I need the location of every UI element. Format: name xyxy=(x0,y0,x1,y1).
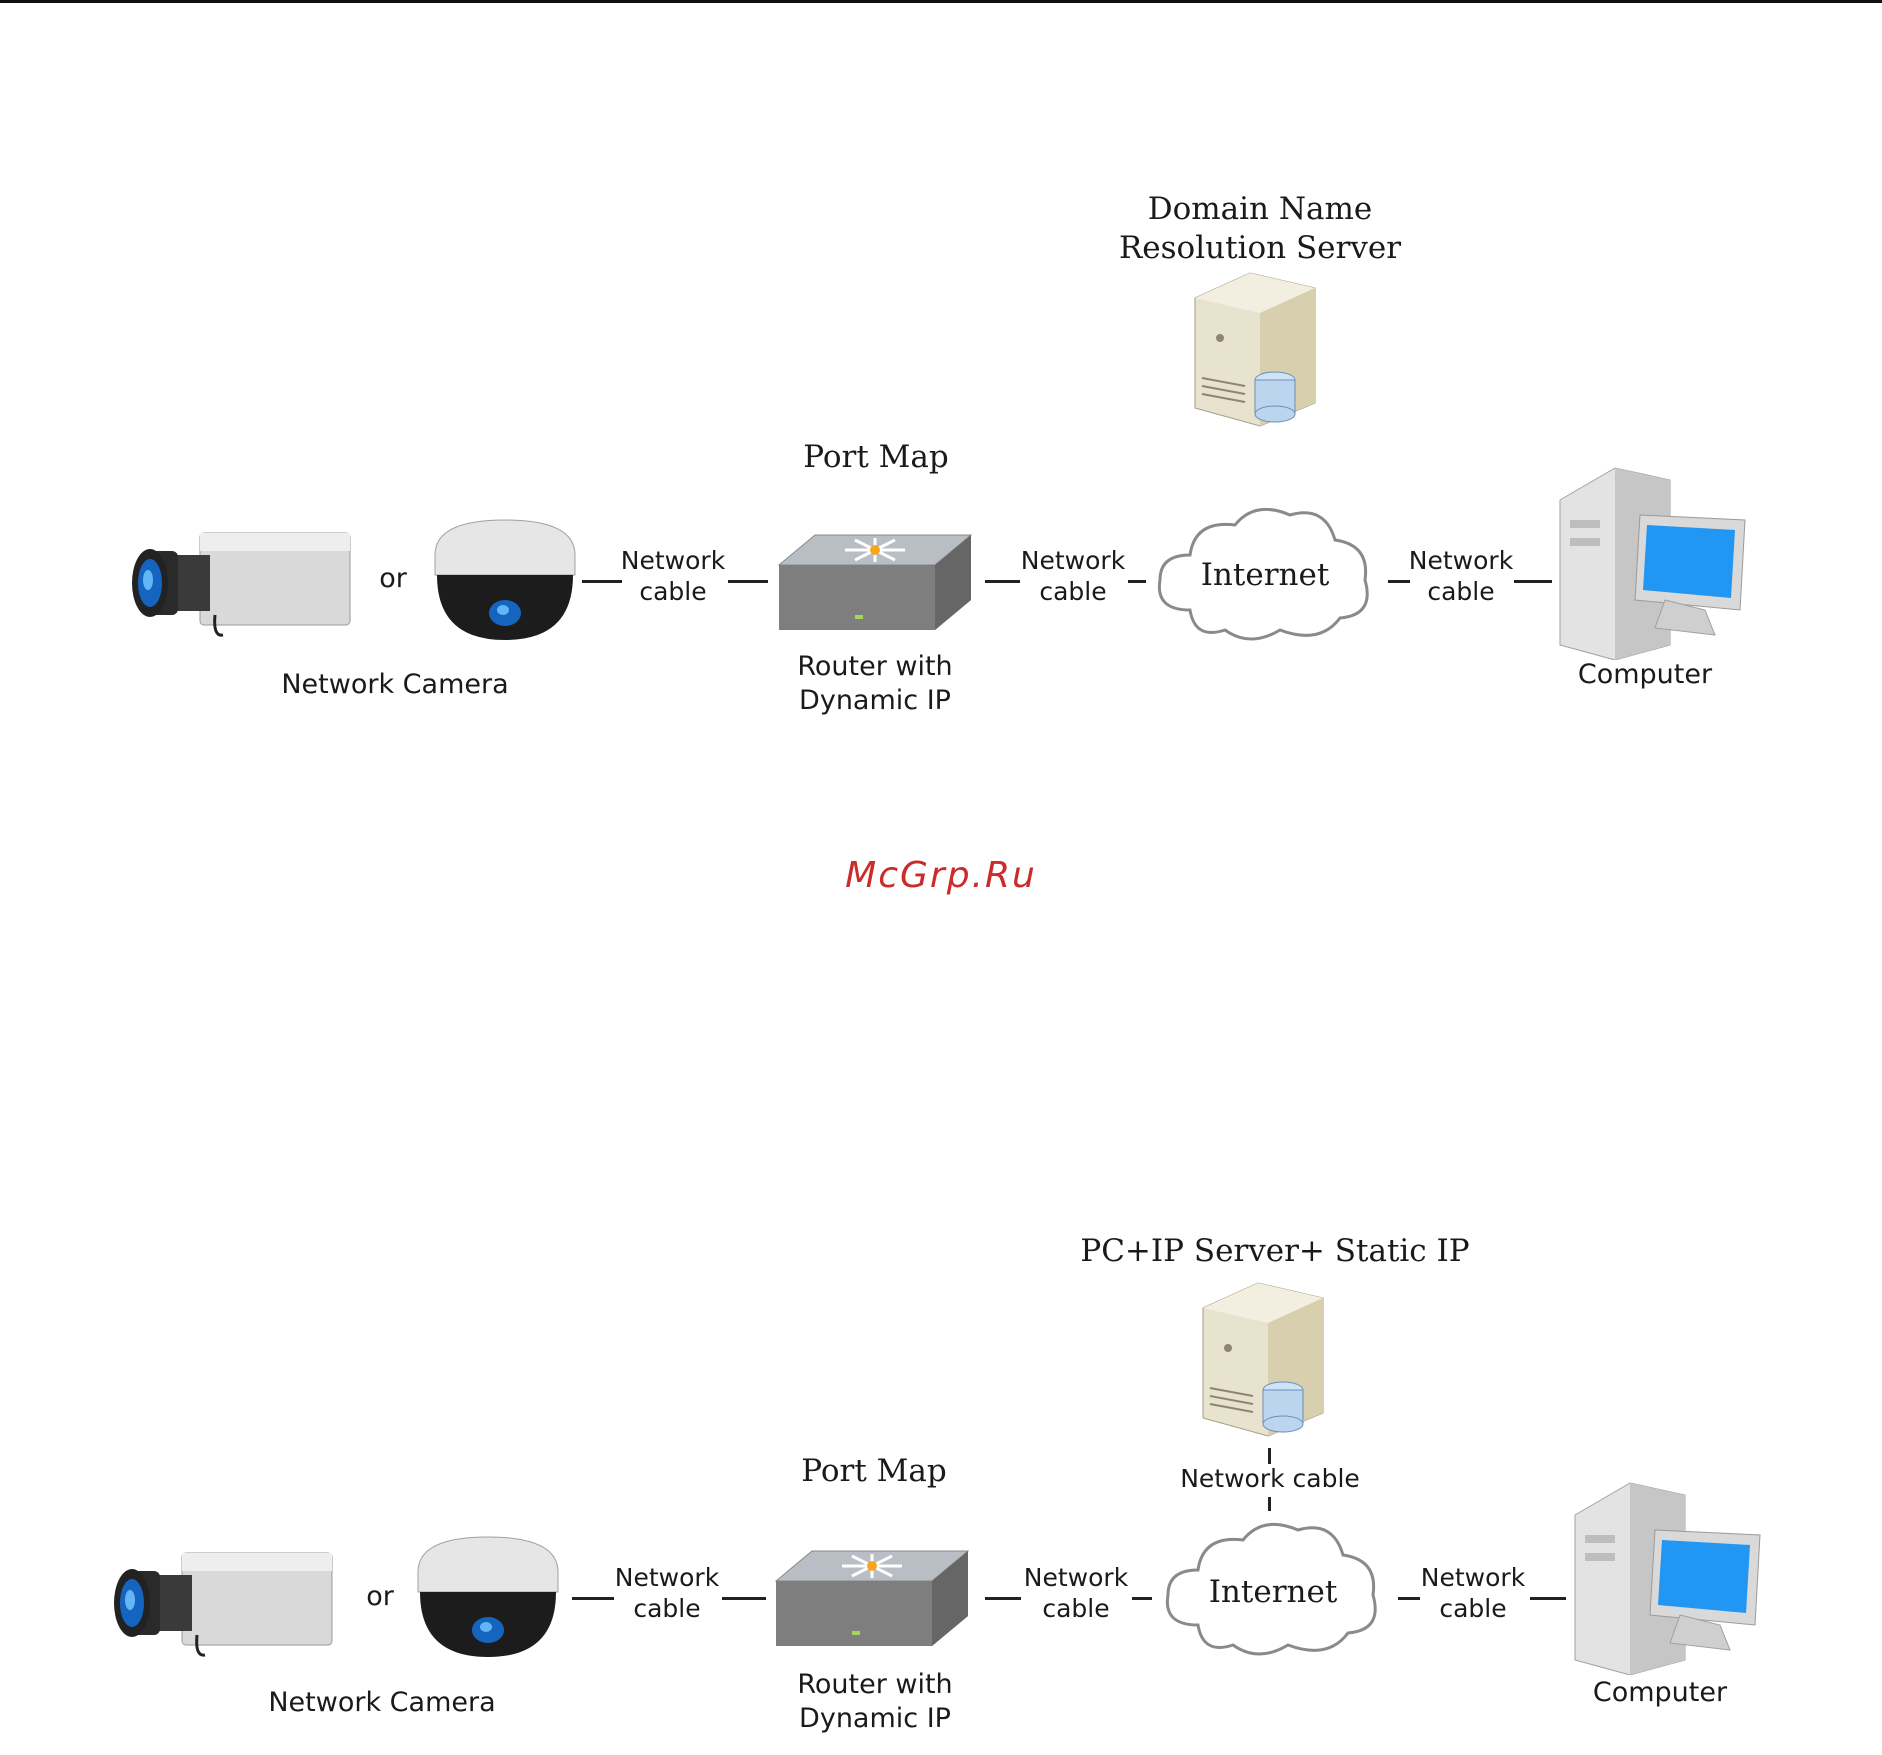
dome-camera-icon xyxy=(425,515,585,645)
network-diagram-ip-server: or Network Camera Network cable Port Map… xyxy=(0,1000,1882,1755)
internet-label: Internet xyxy=(1175,556,1355,595)
box-camera-icon xyxy=(130,525,360,645)
cable-line xyxy=(722,1597,766,1600)
port-map-label: Port Map xyxy=(774,1452,974,1491)
server-icon xyxy=(1190,268,1330,428)
cable-line xyxy=(1128,580,1146,583)
cable-line xyxy=(1132,1597,1152,1600)
dome-camera-icon xyxy=(408,1532,568,1662)
network-cable-label: Network cable xyxy=(1011,1562,1141,1625)
cable-line xyxy=(1530,1597,1566,1600)
network-cable-label: Network cable xyxy=(1408,1562,1538,1625)
network-diagram-ddns: or Network Camera Network cable Port Map… xyxy=(0,0,1882,800)
network-camera-label: Network Camera xyxy=(252,1686,512,1720)
watermark: McGrp.Ru xyxy=(0,855,1882,896)
computer-label: Computer xyxy=(1540,658,1750,692)
network-camera-label: Network Camera xyxy=(265,668,525,702)
or-label: or xyxy=(368,562,418,596)
port-map-label: Port Map xyxy=(776,438,976,477)
server-network-cable-label: Network cable xyxy=(1140,1463,1400,1494)
internet-label: Internet xyxy=(1183,1573,1363,1612)
network-cable-label: Network cable xyxy=(602,1562,732,1625)
network-cable-label: Network cable xyxy=(1008,545,1138,608)
server-label: PC+IP Server+ Static IP xyxy=(1050,1232,1500,1271)
computer-icon xyxy=(1570,1475,1770,1675)
server-icon xyxy=(1198,1278,1338,1438)
cable-line xyxy=(1268,1448,1271,1464)
router-label: Router with Dynamic IP xyxy=(760,650,990,718)
computer-icon xyxy=(1555,460,1755,660)
network-cable-label: Network cable xyxy=(1396,545,1526,608)
computer-label: Computer xyxy=(1555,1676,1765,1710)
router-icon xyxy=(772,1546,972,1676)
cable-line xyxy=(728,580,768,583)
network-cable-label: Network cable xyxy=(608,545,738,608)
or-label: or xyxy=(355,1580,405,1614)
router-icon xyxy=(775,530,975,660)
cable-line xyxy=(1268,1497,1271,1511)
router-label: Router with Dynamic IP xyxy=(760,1668,990,1736)
server-label: Domain Name Resolution Server xyxy=(1090,190,1430,268)
box-camera-icon xyxy=(112,1545,342,1665)
cable-line xyxy=(1514,580,1552,583)
